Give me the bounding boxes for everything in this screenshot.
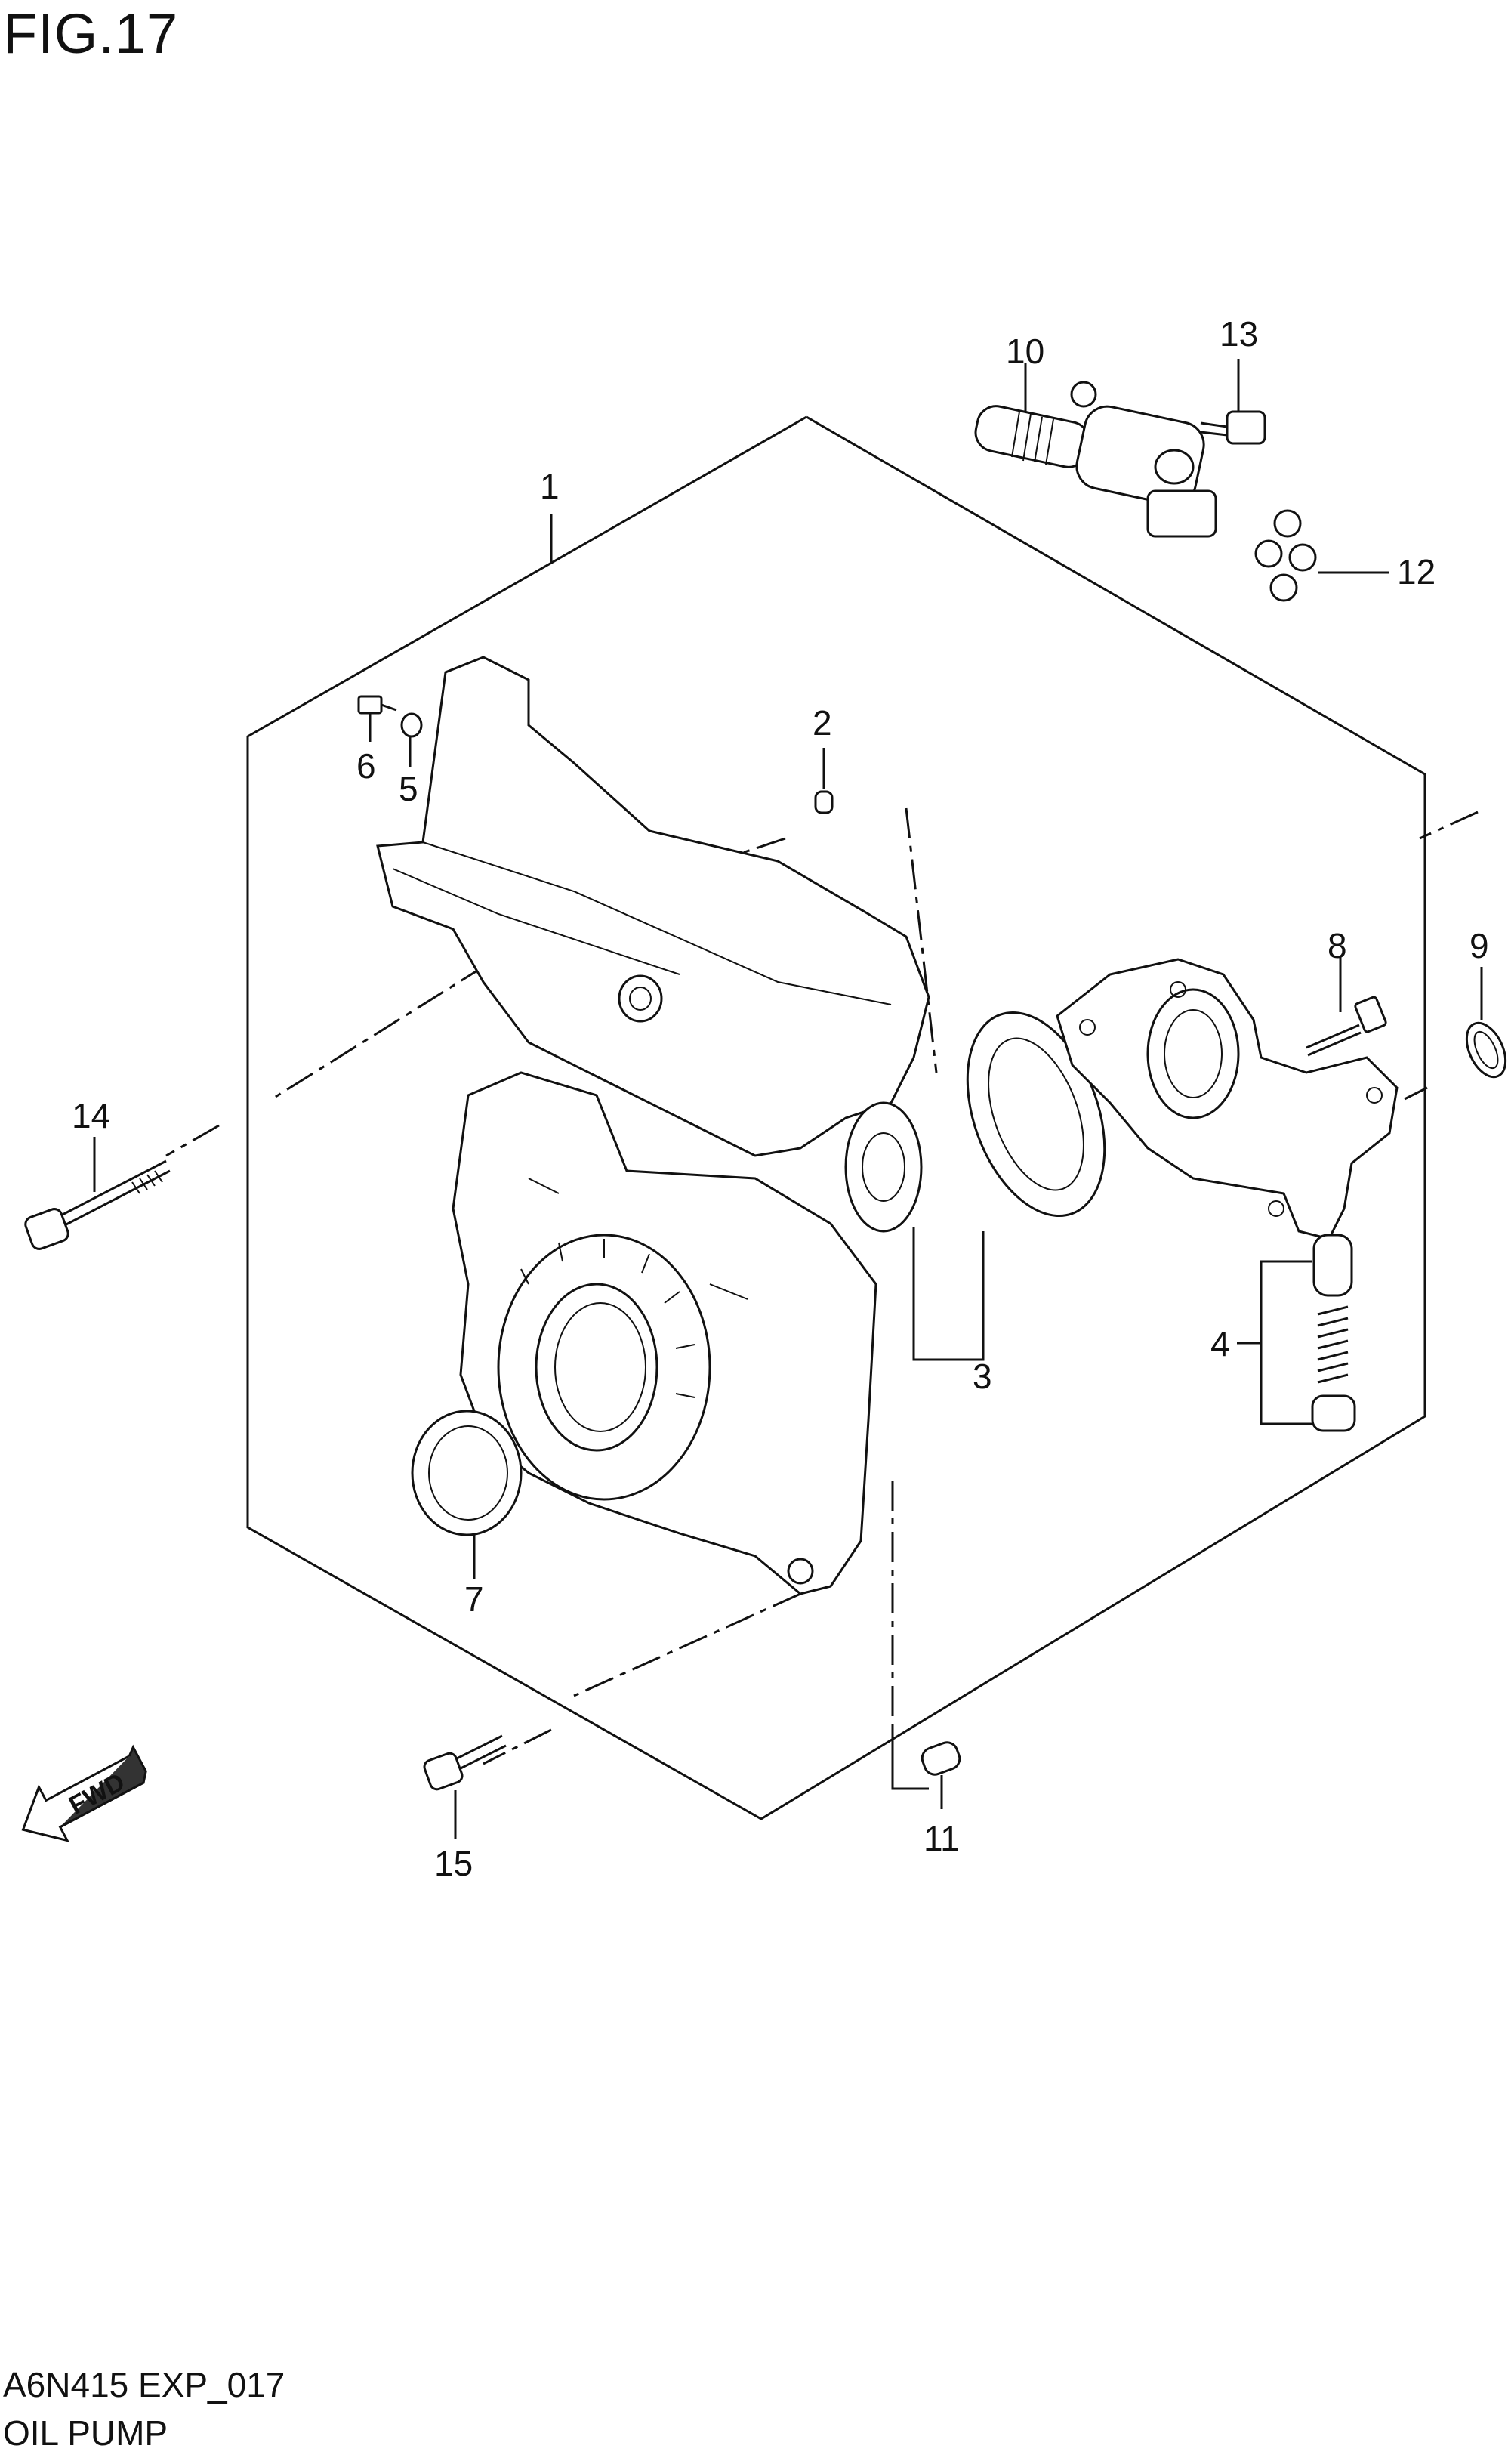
relief-valve-4 bbox=[1237, 1234, 1356, 1432]
gasket-12 bbox=[1254, 509, 1389, 602]
callout-7: 7 bbox=[464, 1579, 484, 1619]
timing-chain-cover bbox=[376, 656, 930, 1595]
callout-3: 3 bbox=[973, 1357, 992, 1396]
oil-control-valve-10 bbox=[974, 363, 1217, 538]
callout-5: 5 bbox=[399, 769, 418, 808]
callout-10: 10 bbox=[1006, 332, 1044, 371]
bolt-6 bbox=[357, 695, 397, 742]
oil-seal-7 bbox=[411, 1410, 523, 1579]
bolt-14 bbox=[24, 1137, 171, 1250]
figure-code: A6N415 EXP_017 bbox=[3, 2365, 285, 2404]
o-ring-9 bbox=[1465, 967, 1507, 1079]
bolt-8 bbox=[1306, 956, 1387, 1057]
oil-pump-body bbox=[1056, 958, 1399, 1240]
figure-name: OIL PUMP bbox=[3, 2413, 168, 2453]
callout-9: 9 bbox=[1469, 926, 1489, 965]
callout-1: 1 bbox=[540, 467, 560, 506]
callout-11: 11 bbox=[924, 1819, 960, 1858]
washer-5 bbox=[400, 712, 423, 767]
dowel-pin-2 bbox=[814, 748, 834, 814]
callout-4: 4 bbox=[1210, 1324, 1230, 1363]
callout-15: 15 bbox=[434, 1844, 473, 1883]
dowel-11 bbox=[891, 1730, 961, 1809]
bolt-13 bbox=[1200, 359, 1266, 445]
fwd-arrow-icon: FWD bbox=[21, 1744, 147, 1842]
callout-8: 8 bbox=[1328, 926, 1347, 965]
assembly-outline bbox=[246, 415, 1426, 1820]
callout-2: 2 bbox=[813, 703, 832, 743]
figure-title: FIG.17 bbox=[3, 2, 179, 65]
bolt-15 bbox=[423, 1734, 507, 1839]
callout-14: 14 bbox=[72, 1096, 110, 1135]
callout-13: 13 bbox=[1220, 314, 1258, 354]
rotor-set-3 bbox=[844, 1011, 1106, 1361]
callout-labels: 1 2 3 4 5 6 7 8 9 10 11 12 13 14 15 bbox=[72, 314, 1489, 1883]
callout-12: 12 bbox=[1397, 552, 1436, 591]
callout-6: 6 bbox=[356, 746, 376, 786]
